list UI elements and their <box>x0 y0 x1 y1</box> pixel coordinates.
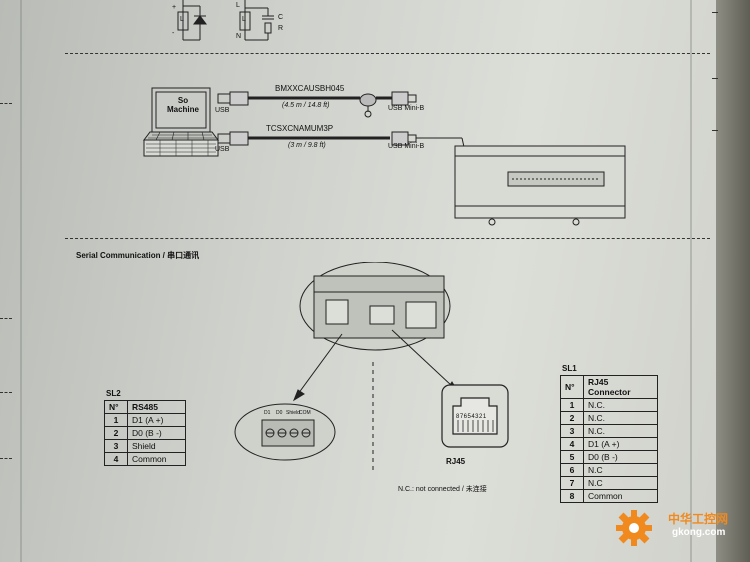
table-cell: 7 <box>560 476 584 490</box>
table-header-cell: RS485 <box>127 400 186 414</box>
rj45-connector <box>441 384 509 448</box>
table-cell: 1 <box>560 398 584 412</box>
table-cell: D1 (A +) <box>127 413 186 427</box>
table-cell: N.C. <box>583 398 658 412</box>
rj45-label: RJ45 <box>446 457 466 466</box>
table-cell: D1 (A +) <box>583 437 658 451</box>
circuit-load-label-2: L <box>242 16 246 23</box>
circuit-minus-label: - <box>172 30 175 37</box>
table-cell: N.C. <box>583 424 658 438</box>
cable2-left-port: USB <box>215 146 230 153</box>
circuit-load-label: L <box>180 16 184 23</box>
table-cell: N.C <box>583 463 658 477</box>
table-header-cell: N° <box>104 400 128 414</box>
table-cell: 6 <box>560 463 584 477</box>
watermark-cn: 中华工控网 <box>668 512 729 526</box>
circuit-c-label: C <box>278 14 284 21</box>
table-header-row: N° RS485 <box>104 400 186 414</box>
table-cell: 5 <box>560 450 584 464</box>
terminal-label-d0: D0 <box>276 410 283 416</box>
cable1-left-port: USB <box>215 107 230 114</box>
terminal-label-com: COM <box>299 410 311 416</box>
cable1-right-port: USB Mini-B <box>388 105 425 112</box>
table-cell: N.C. <box>583 411 658 425</box>
cable2-name: TCSXCNAMUM3P <box>266 124 334 133</box>
cable2-length: (3 m / 9.8 ft) <box>288 142 326 149</box>
cable1-length: (4.5 m / 14.8 ft) <box>282 102 330 109</box>
fold-crease <box>20 0 22 562</box>
terminal-label-shield: Shield <box>286 410 300 416</box>
rj45-pin-numbers: 87654321 <box>456 414 487 420</box>
usb-connection-diagram <box>143 87 626 226</box>
watermark-url: gkong.com <box>672 527 726 538</box>
gear-icon <box>616 510 652 546</box>
circuit-diagrams <box>177 0 274 41</box>
table-cell: 8 <box>560 489 584 503</box>
margin-dash <box>712 78 718 79</box>
table-header-cell: N° <box>560 375 584 399</box>
sl2-title: SL2 <box>106 389 121 398</box>
table-cell: Common <box>583 489 658 503</box>
table-cell: 1 <box>104 413 128 427</box>
margin-dash <box>712 12 718 13</box>
nc-note: N.C.: not connected / 未连接 <box>398 486 487 493</box>
cable1-name: BMXXCAUSBH045 <box>275 84 345 93</box>
table-cell: D0 (B -) <box>127 426 186 440</box>
circuit-plus-label: + <box>172 4 177 11</box>
table-cell: 4 <box>560 437 584 451</box>
section-title: Serial Communication / 串口通讯 <box>76 251 200 260</box>
table-cell: Shield <box>127 439 186 453</box>
table-cell: 3 <box>560 424 584 438</box>
table-header-row: N° RJ45 Connector <box>560 375 658 399</box>
table-cell: 2 <box>104 426 128 440</box>
table-cell: 3 <box>104 439 128 453</box>
margin-dash <box>0 103 12 104</box>
fold-crease <box>690 0 692 562</box>
table-header-cell: RJ45 Connector <box>583 375 658 399</box>
sl1-title: SL1 <box>562 364 577 373</box>
margin-dash <box>712 130 718 131</box>
circuit-n-label: N <box>236 33 242 40</box>
table-cell: Common <box>127 452 186 466</box>
section-divider <box>65 238 710 239</box>
paper-edge <box>716 0 750 562</box>
circuit-r-label: R <box>278 25 284 32</box>
margin-dash <box>0 392 12 393</box>
table-cell: N.C <box>583 476 658 490</box>
computer-label: So Machine <box>166 96 199 114</box>
circuit-l-label: L <box>236 2 240 9</box>
table-cell: D0 (B -) <box>583 450 658 464</box>
margin-dash <box>0 318 12 319</box>
serial-port-diagram <box>234 262 460 470</box>
margin-dash <box>0 458 12 459</box>
terminal-label-d1: D1 <box>264 410 271 416</box>
table-cell: 2 <box>560 411 584 425</box>
section-divider <box>65 53 710 54</box>
table-cell: 4 <box>104 452 128 466</box>
cable2-right-port: USB Mini-B <box>388 143 425 150</box>
